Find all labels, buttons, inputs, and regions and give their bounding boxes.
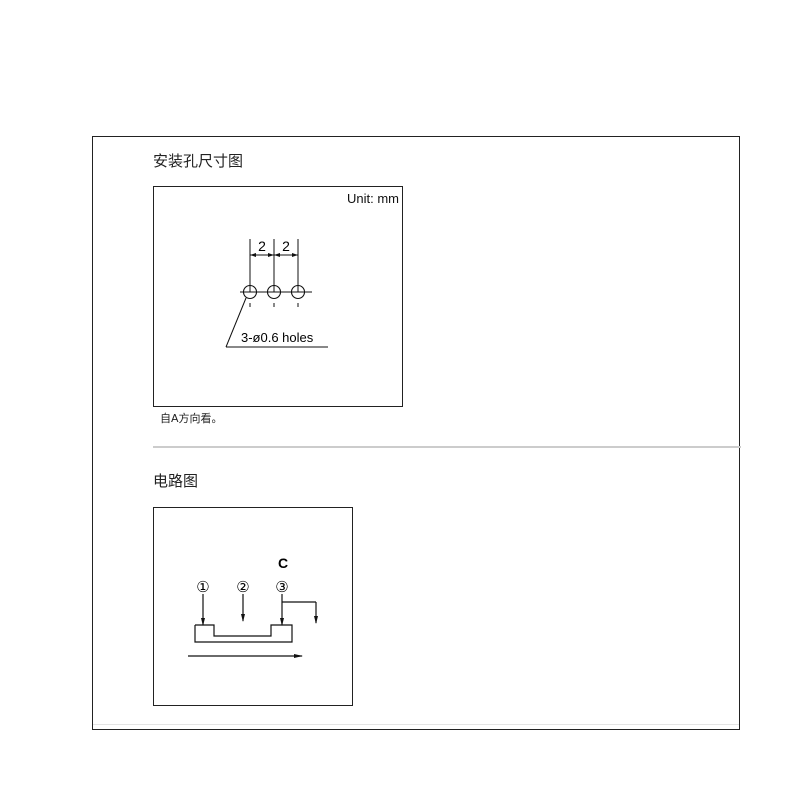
pin-2-label: ② bbox=[236, 579, 249, 596]
dimension-right: 2 bbox=[282, 238, 290, 254]
dimension-left: 2 bbox=[258, 238, 266, 254]
mounting-hole-diagram: Unit: mm 2 2 3-ø0.6 holes bbox=[153, 186, 403, 407]
pin-1-label: ① bbox=[196, 579, 209, 596]
mounting-hole-title: 安装孔尺寸图 bbox=[153, 152, 244, 170]
view-note: 自A方向看。 bbox=[160, 412, 223, 425]
document-frame bbox=[92, 136, 740, 730]
hole-drawing: 2 2 3-ø0.6 holes bbox=[225, 238, 328, 348]
holes-label: 3-ø0.6 holes bbox=[241, 330, 314, 345]
footer-line bbox=[93, 724, 739, 725]
circuit-diagram: C ① ② ③ bbox=[153, 507, 353, 706]
pin-3-label: ③ bbox=[275, 579, 288, 596]
circuit-title: 电路图 bbox=[153, 472, 199, 490]
unit-label: Unit: mm bbox=[347, 191, 399, 206]
terminal-c-label: C bbox=[278, 555, 288, 571]
circuit-drawing: C ① ② ③ bbox=[188, 555, 318, 658]
section-divider bbox=[153, 446, 741, 448]
